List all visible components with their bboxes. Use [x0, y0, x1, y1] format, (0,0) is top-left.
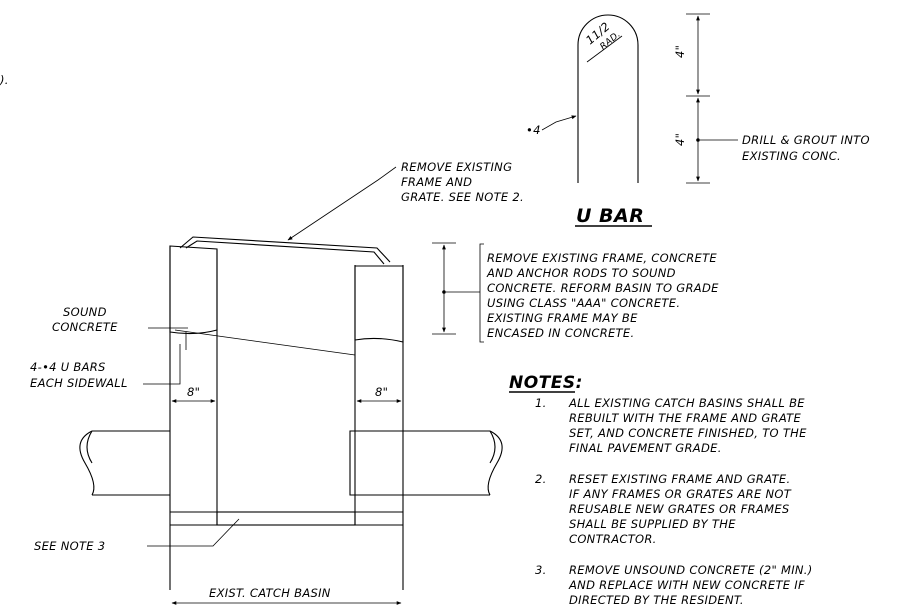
concrete-note-line-4: USING CLASS "AAA" CONCRETE. [487, 296, 680, 310]
u-bar-title: U BAR [576, 205, 644, 227]
left-pipe [79, 430, 170, 496]
see-note-3-label: SEE NOTE 3 [34, 539, 105, 553]
note-2-line-3: REUSABLE NEW GRATES OR FRAMES [569, 502, 790, 516]
note-1-line-3: SET, AND CONCRETE FINISHED, TO THE [569, 426, 807, 440]
dim-left-label: 8" [187, 385, 200, 399]
concrete-note-line-2: AND ANCHOR RODS TO SOUND [486, 266, 676, 280]
radius-leader [586, 35, 623, 63]
frame-dim-dot [442, 290, 446, 294]
note-2-line-1: RESET EXISTING FRAME AND GRATE. [569, 472, 790, 486]
catch-basin-section: 8" 8" EXIST. CATCH BASIN [79, 166, 503, 605]
frame-outline-outer [179, 236, 391, 263]
note-1-number: 1. [535, 396, 547, 410]
remove-frame-line-3: GRATE. SEE NOTE 2. [401, 190, 524, 204]
note-3-line-2: AND REPLACE WITH NEW CONCRETE IF [568, 578, 805, 592]
dim-lower-label: 4" [673, 133, 687, 146]
u-bar-anchor-line [174, 329, 356, 356]
note-2-number: 2. [535, 472, 547, 486]
concrete-note-line-1: REMOVE EXISTING FRAME, CONCRETE [487, 251, 717, 265]
right-removal-zone [354, 265, 404, 343]
note-1-line-2: REBUILT WITH THE FRAME AND GRATE [569, 411, 801, 425]
u-bars-leader [143, 344, 181, 385]
remove-frame-leader [287, 166, 397, 241]
note-3-number: 3. [535, 563, 547, 577]
dim-right-label: 8" [375, 385, 388, 399]
note-1-line-4: FINAL PAVEMENT GRADE. [569, 441, 722, 455]
u-bars-line-2: EACH SIDEWALL [30, 376, 128, 390]
left-removal-zone [169, 245, 218, 335]
note-2-line-5: CONTRACTOR. [569, 532, 657, 546]
dim-upper-label: 4" [673, 45, 687, 58]
note-1-line-1: ALL EXISTING CATCH BASINS SHALL BE [568, 396, 805, 410]
frame-outline-inner [185, 240, 385, 265]
basin-width-label: EXIST. CATCH BASIN [209, 586, 331, 600]
note-3-line-3: DIRECTED BY THE RESIDENT. [569, 593, 744, 607]
concrete-note-line-3: CONCRETE. REFORM BASIN TO GRADE [487, 281, 719, 295]
u-bar-detail: 11/2 RAD. •4 4" 4" DRILL & GROUT INTO EX… [526, 13, 870, 227]
note-3-line-1: REMOVE UNSOUND CONCRETE (2" MIN.) [569, 563, 813, 577]
drill-note-line-2: EXISTING CONC. [742, 149, 841, 163]
bar-size-leader [541, 115, 577, 131]
notes-block: NOTES: 1. ALL EXISTING CATCH BASINS SHAL… [509, 373, 813, 607]
drill-note-line-1: DRILL & GROUT INTO [742, 133, 870, 147]
concrete-note-bracket [479, 243, 484, 343]
u-bar-outline [577, 14, 639, 183]
floor-patch [216, 511, 356, 526]
fragment-text: ). [0, 73, 9, 87]
concrete-note-line-5: EXISTING FRAME MAY BE [487, 311, 638, 325]
note-2-line-4: SHALL BE SUPPLIED BY THE [569, 517, 736, 531]
drill-leader-dot [696, 138, 700, 142]
see-note-3-leader [147, 518, 240, 547]
sound-concrete-line-2: CONCRETE [52, 320, 118, 334]
remove-frame-line-2: FRAME AND [401, 175, 472, 189]
concrete-note-line-6: ENCASED IN CONCRETE. [487, 326, 634, 340]
right-pipe [349, 430, 503, 496]
u-bars-line-1: 4-•4 U BARS [30, 360, 106, 374]
note-2-line-2: IF ANY FRAMES OR GRATES ARE NOT [569, 487, 792, 501]
bar-size-label: •4 [526, 123, 541, 137]
notes-heading: NOTES: [509, 373, 583, 393]
remove-frame-line-1: REMOVE EXISTING [401, 160, 512, 174]
sound-concrete-line-1: SOUND [63, 305, 107, 319]
